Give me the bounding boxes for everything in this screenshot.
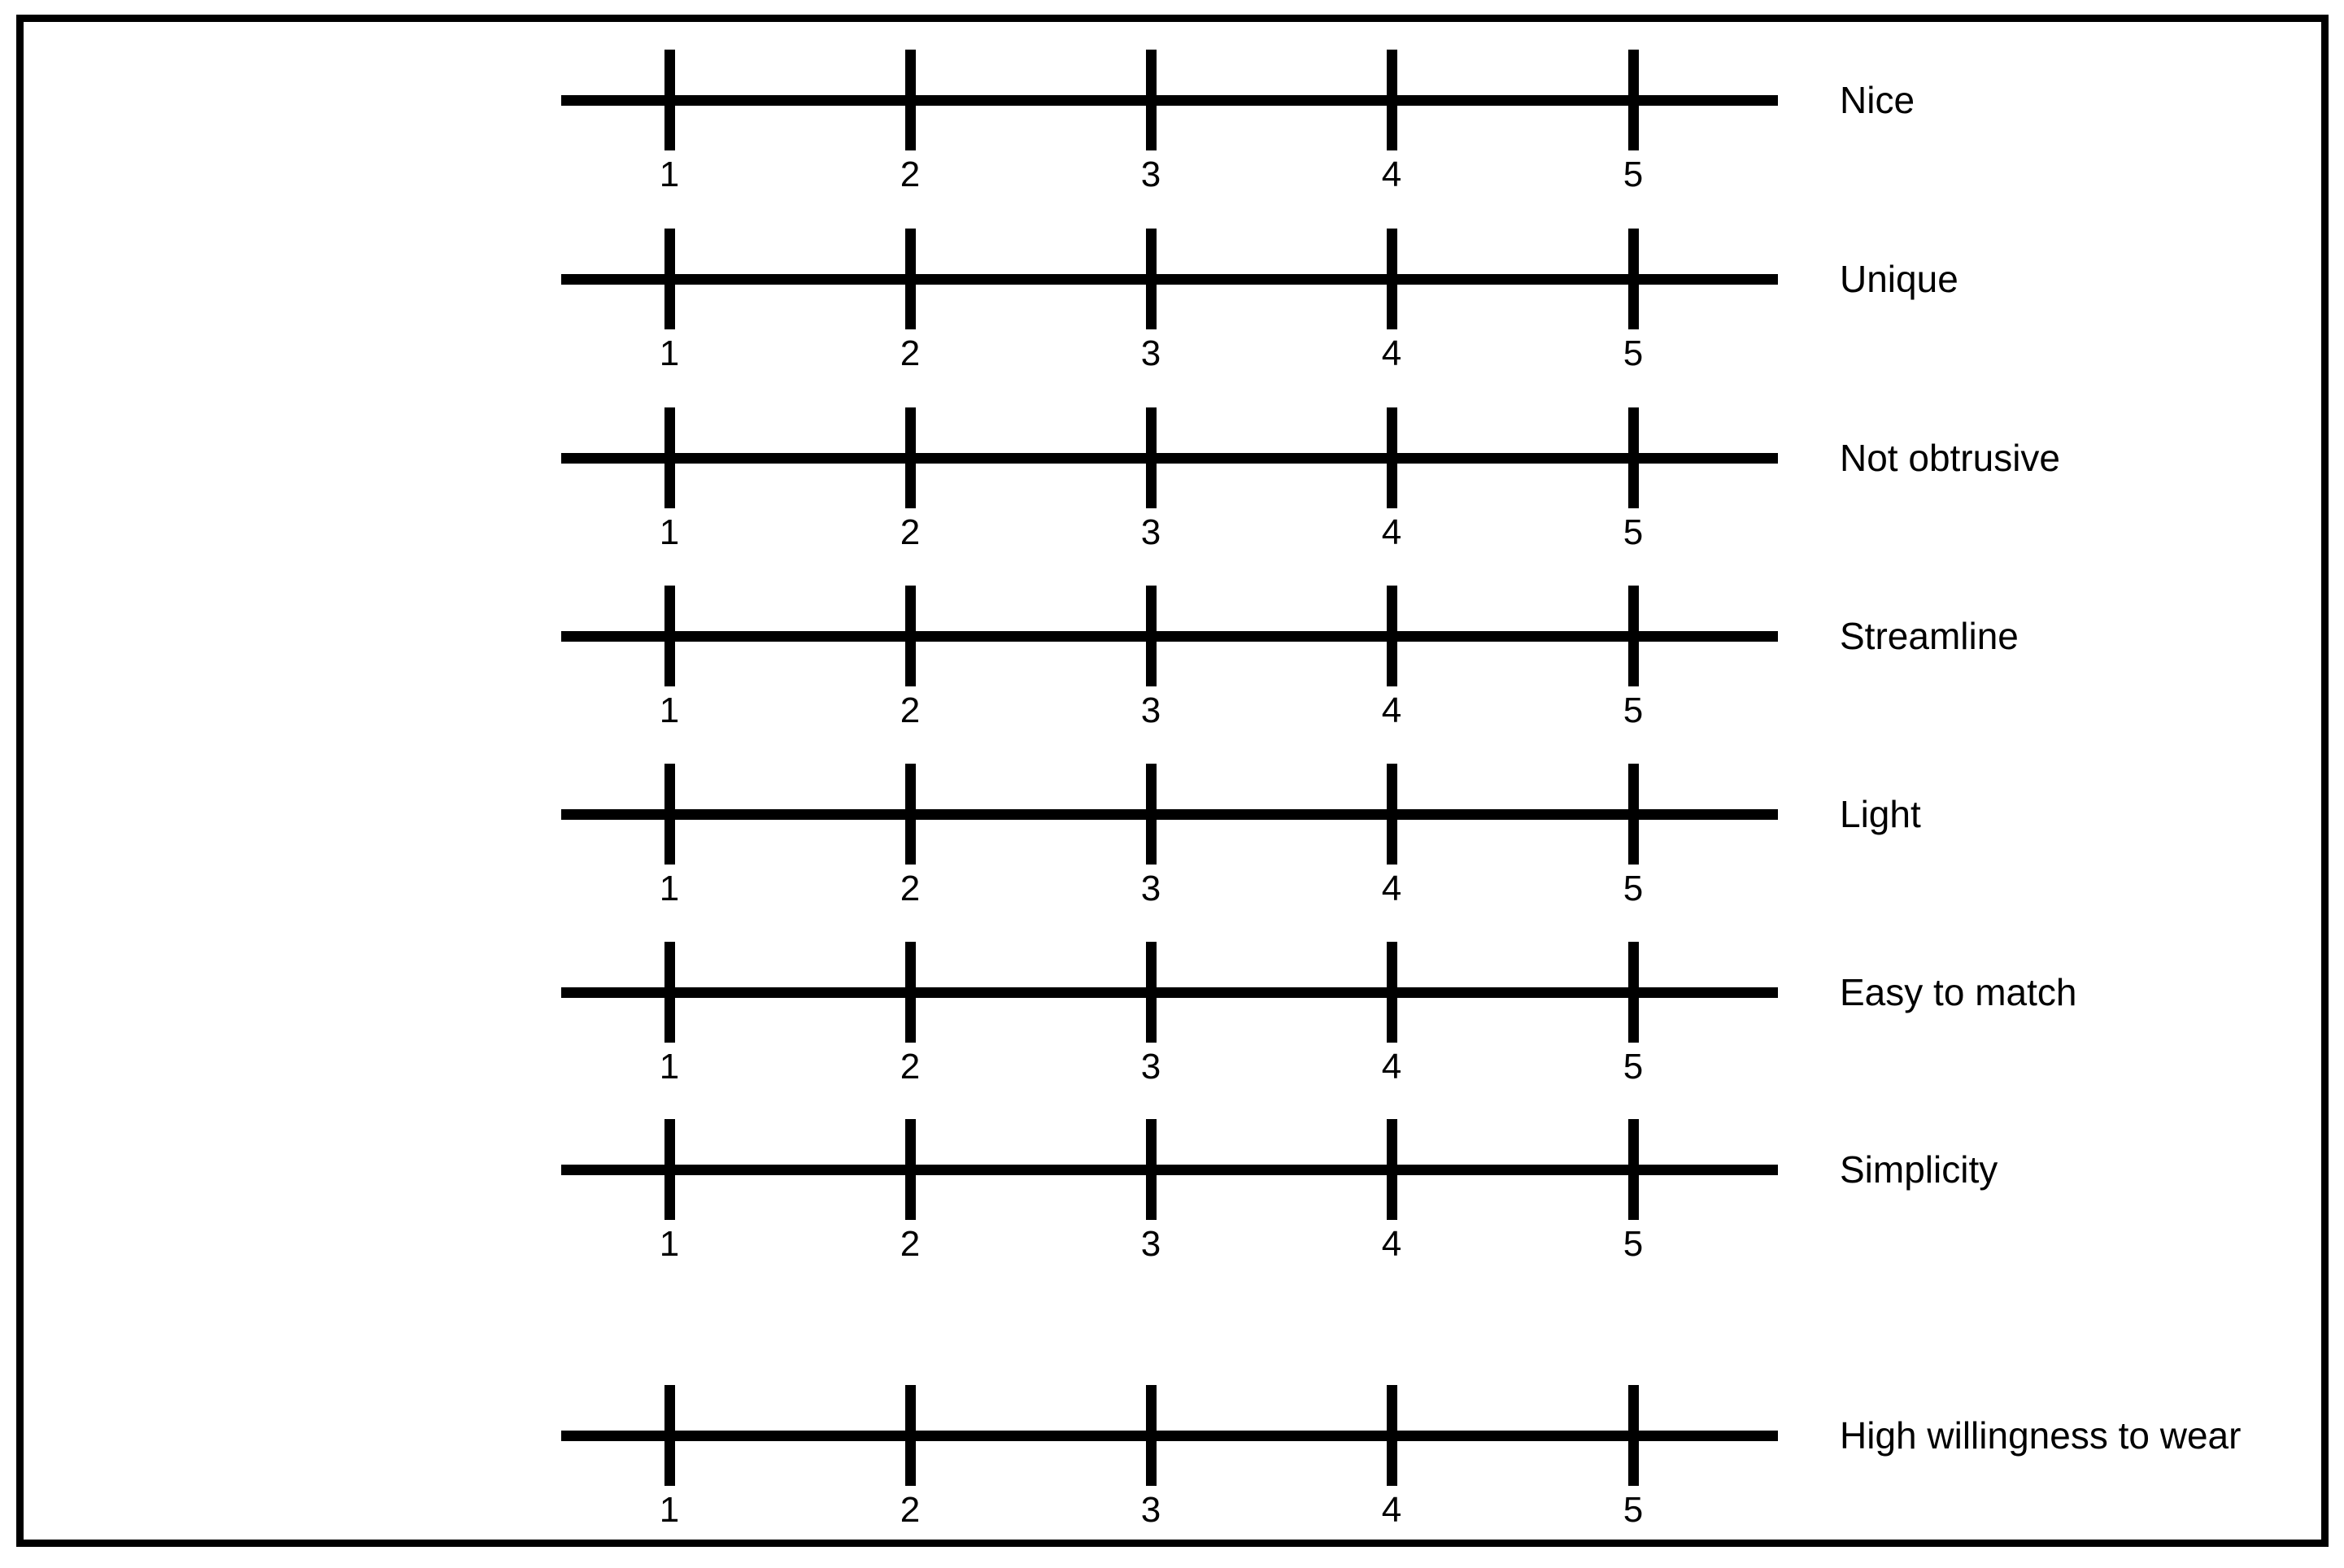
scale-tick-label: 3 [1140,1047,1161,1087]
scale-tick-1[interactable] [664,407,675,508]
scale-tick-3[interactable] [1146,1119,1157,1220]
scale-tick-4[interactable] [1387,764,1397,865]
scale-tick-4[interactable] [1387,586,1397,686]
scale-tick-3[interactable] [1146,1385,1157,1486]
right-pole-label: Light [1840,793,1921,835]
scale-tick-1[interactable] [664,1119,675,1220]
scale-tick-label: 1 [659,333,680,373]
right-pole-label: Simplicity [1840,1148,1998,1191]
scale-tick-4[interactable] [1387,407,1397,508]
right-pole-label: Streamline [1840,615,2019,657]
scale-tick-label: 1 [659,512,680,552]
scale-tick-5[interactable] [1628,942,1639,1043]
scale-tick-label: 4 [1381,1224,1402,1264]
axis-line [561,274,1778,285]
scale-tick-5[interactable] [1628,229,1639,329]
scale-tick-1[interactable] [664,764,675,865]
scale-tick-label: 4 [1381,1490,1402,1530]
scale-tick-1[interactable] [664,586,675,686]
scale-tick-label: 1 [659,1224,680,1264]
right-pole-label: Nice [1840,79,1915,121]
scale-tick-3[interactable] [1146,50,1157,150]
scale-tick-label: 5 [1623,1490,1644,1530]
scale-tick-label: 3 [1140,512,1161,552]
scale-tick-label: 2 [900,155,921,194]
scale-tick-label: 5 [1623,512,1644,552]
scale-tick-5[interactable] [1628,586,1639,686]
scale-tick-1[interactable] [664,942,675,1043]
scale-tick-5[interactable] [1628,1385,1639,1486]
scale-tick-4[interactable] [1387,50,1397,150]
axis-line [561,453,1778,464]
scale-tick-1[interactable] [664,50,675,150]
scale-tick-3[interactable] [1146,942,1157,1043]
outer-border [16,15,2329,1547]
scale-tick-5[interactable] [1628,407,1639,508]
axis-line [561,987,1778,998]
scale-tick-3[interactable] [1146,586,1157,686]
right-pole-label: Not obtrusive [1840,437,2061,479]
scale-tick-label: 1 [659,1047,680,1087]
axis-line [561,631,1778,642]
scale-tick-label: 4 [1381,869,1402,908]
scale-tick-5[interactable] [1628,50,1639,150]
scale-tick-3[interactable] [1146,229,1157,329]
scale-tick-label: 4 [1381,690,1402,730]
right-pole-label: Unique [1840,258,1958,300]
scale-tick-2[interactable] [905,50,916,150]
scale-tick-label: 1 [659,869,680,908]
scale-tick-label: 2 [900,1224,921,1264]
scale-tick-label: 2 [900,1047,921,1087]
scale-tick-label: 1 [659,155,680,194]
scale-tick-2[interactable] [905,1385,916,1486]
scale-tick-3[interactable] [1146,407,1157,508]
scale-tick-label: 5 [1623,333,1644,373]
scale-tick-4[interactable] [1387,942,1397,1043]
scale-tick-2[interactable] [905,942,916,1043]
scale-tick-3[interactable] [1146,764,1157,865]
scale-tick-2[interactable] [905,407,916,508]
scale-tick-label: 2 [900,333,921,373]
scale-tick-1[interactable] [664,229,675,329]
scale-tick-2[interactable] [905,229,916,329]
scale-tick-1[interactable] [664,1385,675,1486]
scale-tick-label: 2 [900,869,921,908]
scale-tick-label: 3 [1140,333,1161,373]
scale-tick-label: 4 [1381,155,1402,194]
scale-tick-4[interactable] [1387,1385,1397,1486]
scale-tick-4[interactable] [1387,229,1397,329]
scale-tick-2[interactable] [905,586,916,686]
axis-line [561,95,1778,106]
scale-tick-label: 2 [900,512,921,552]
right-pole-label: High willingness to wear [1840,1414,2242,1457]
scale-tick-label: 3 [1140,155,1161,194]
scale-tick-label: 5 [1623,1047,1644,1087]
axis-line [561,1165,1778,1175]
scale-tick-label: 4 [1381,333,1402,373]
scale-tick-label: 1 [659,1490,680,1530]
scale-tick-label: 5 [1623,155,1644,194]
scale-tick-label: 1 [659,690,680,730]
scale-tick-label: 3 [1140,869,1161,908]
scale-tick-label: 3 [1140,1490,1161,1530]
scale-tick-2[interactable] [905,764,916,865]
scale-tick-label: 5 [1623,690,1644,730]
scale-tick-5[interactable] [1628,764,1639,865]
axis-line [561,1431,1778,1441]
axis-line [561,809,1778,820]
scale-tick-label: 5 [1623,869,1644,908]
scale-tick-label: 3 [1140,690,1161,730]
scale-tick-label: 2 [900,1490,921,1530]
scale-tick-label: 4 [1381,1047,1402,1087]
scale-tick-label: 2 [900,690,921,730]
scale-tick-2[interactable] [905,1119,916,1220]
scale-tick-label: 3 [1140,1224,1161,1264]
right-pole-label: Easy to match [1840,971,2077,1013]
scale-tick-label: 4 [1381,512,1402,552]
scale-tick-label: 5 [1623,1224,1644,1264]
scale-tick-4[interactable] [1387,1119,1397,1220]
scale-tick-5[interactable] [1628,1119,1639,1220]
